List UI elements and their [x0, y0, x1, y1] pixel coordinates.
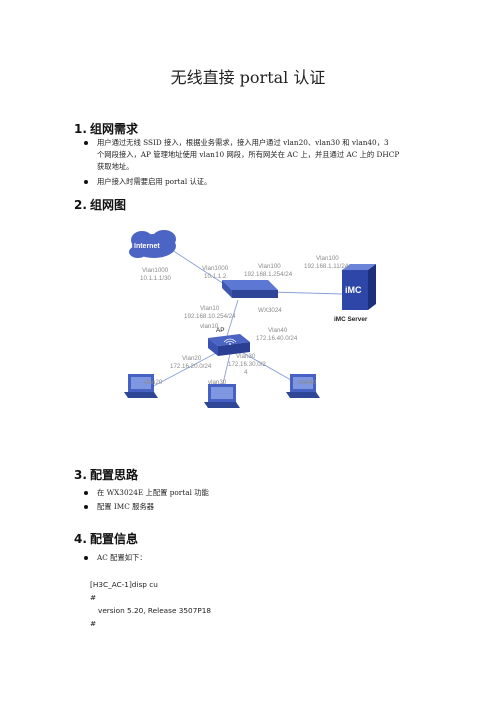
label-ip-100b: 192.168.1.11/24	[304, 263, 349, 270]
link-ap-pc40	[237, 349, 299, 385]
imc-logo: iMC	[345, 285, 362, 295]
label-vlan1000-mid: Vlan1000	[202, 265, 229, 272]
section-title: 组网图	[90, 198, 127, 212]
bullet-item: 用户通过无线 SSID 接入，根据业务需求，接入用户通过 vlan20、vlan…	[84, 137, 389, 149]
bullet-continuation: 个网段接入，AP 管理地址使用 vlan10 网段，所有网关在 AC 上，并且通…	[84, 149, 399, 161]
link-ac-ap	[226, 299, 239, 337]
link-ac-imc	[269, 291, 343, 295]
bullet-text: 配置 IMC 服务器	[97, 502, 155, 511]
label-ip-30a: 172.16.30.0/2	[228, 361, 266, 368]
bullet-text: 在 WX3024E 上配置 portal 功能	[97, 488, 209, 497]
label-ip-20: 172.16.20.0/24	[170, 363, 212, 370]
label-vlan30: Vlan30	[236, 353, 256, 360]
label-vlan100-a: Vlan100	[258, 263, 281, 270]
bullet-dot-icon	[84, 141, 88, 145]
section-number: 2.	[74, 198, 87, 212]
bullet-dot-icon	[84, 505, 88, 509]
label-ip-left: 10.1.1.1/30	[140, 275, 172, 282]
code-line: #	[90, 619, 97, 628]
section-title: 组网需求	[90, 122, 139, 136]
section-heading-1: 1.组网需求	[74, 120, 138, 137]
internet-cloud-icon	[129, 230, 176, 258]
bullet-text: 个网段接入，AP 管理地址使用 vlan10 网段，所有网关在 AC 上，并且通…	[97, 150, 400, 159]
section-heading-3: 3.配置思路	[74, 466, 138, 483]
section-number: 3.	[74, 468, 87, 482]
bullet-item: 用户接入时需要启用 portal 认证。	[84, 176, 211, 188]
bullet-dot-icon	[84, 180, 88, 184]
bullet-text: 获取地址。	[97, 162, 134, 171]
ac-switch-icon	[222, 280, 278, 298]
imc-server-icon	[342, 264, 376, 310]
link-ap-pc20	[145, 351, 219, 391]
label-vlan100-b: Vlan100	[316, 255, 339, 262]
label-pc20: vlan20	[144, 379, 163, 386]
label-vlan10-link: vlan10	[200, 323, 219, 330]
label-vlan10: Vlan10	[200, 305, 220, 312]
link-internet-ac	[171, 249, 225, 285]
code-line: version 5.20, Release 3507P18	[98, 606, 212, 615]
section-heading-4: 4.配置信息	[74, 530, 138, 547]
label-pc30: vlan30	[208, 379, 227, 386]
laptop-vlan30-icon	[204, 384, 240, 408]
bullet-dot-icon	[84, 491, 88, 495]
section-number: 4.	[74, 532, 87, 546]
network-diagram: Internet iMC iMC Server AP Vlan	[124, 230, 376, 408]
ap-icon	[208, 334, 250, 356]
label-ip-40: 172.16.40.0/24	[256, 335, 298, 342]
laptop-vlan20-icon	[124, 374, 158, 398]
ac-label: WX3024	[258, 307, 282, 314]
label-vlan40: Vlan40	[268, 327, 288, 334]
code-line: [H3C_AC-1]disp cu	[90, 580, 158, 589]
bullet-item: AC 配置如下：	[84, 552, 147, 564]
section-number: 1.	[74, 122, 87, 136]
bullet-item: 在 WX3024E 上配置 portal 功能	[84, 487, 209, 499]
label-vlan1000-left: Vlan1000	[142, 267, 169, 274]
section-title: 配置思路	[90, 468, 139, 482]
code-line: #	[90, 593, 97, 602]
bullet-text: 用户接入时需要启用 portal 认证。	[97, 177, 212, 186]
ap-label: AP	[216, 327, 225, 334]
label-ip-100a: 192.168.1.254/24	[244, 271, 293, 278]
bullet-text: AC 配置如下：	[97, 553, 147, 562]
bullet-item: 配置 IMC 服务器	[84, 501, 154, 513]
imc-server-label: iMC Server	[334, 316, 368, 323]
laptop-vlan40-icon	[286, 374, 320, 398]
bullet-continuation: 获取地址。	[84, 161, 133, 173]
bullet-text: 用户通过无线 SSID 接入，根据业务需求，接入用户通过 vlan20、vlan…	[97, 138, 389, 147]
section-heading-2: 2.组网图	[74, 196, 126, 213]
internet-label: Internet	[134, 243, 160, 250]
label-vlan20: Vlan20	[182, 355, 202, 362]
label-ip-30b: 4	[244, 369, 248, 376]
label-ip-10: 192.168.10.254/24	[184, 313, 236, 320]
section-title: 配置信息	[90, 532, 139, 546]
label-pc40: vlan40	[298, 379, 317, 386]
label-ip-mid: 10.1.1.2	[204, 273, 227, 280]
bullet-dot-icon	[84, 556, 88, 560]
doc-title: 无线直接 portal 认证	[170, 68, 326, 87]
